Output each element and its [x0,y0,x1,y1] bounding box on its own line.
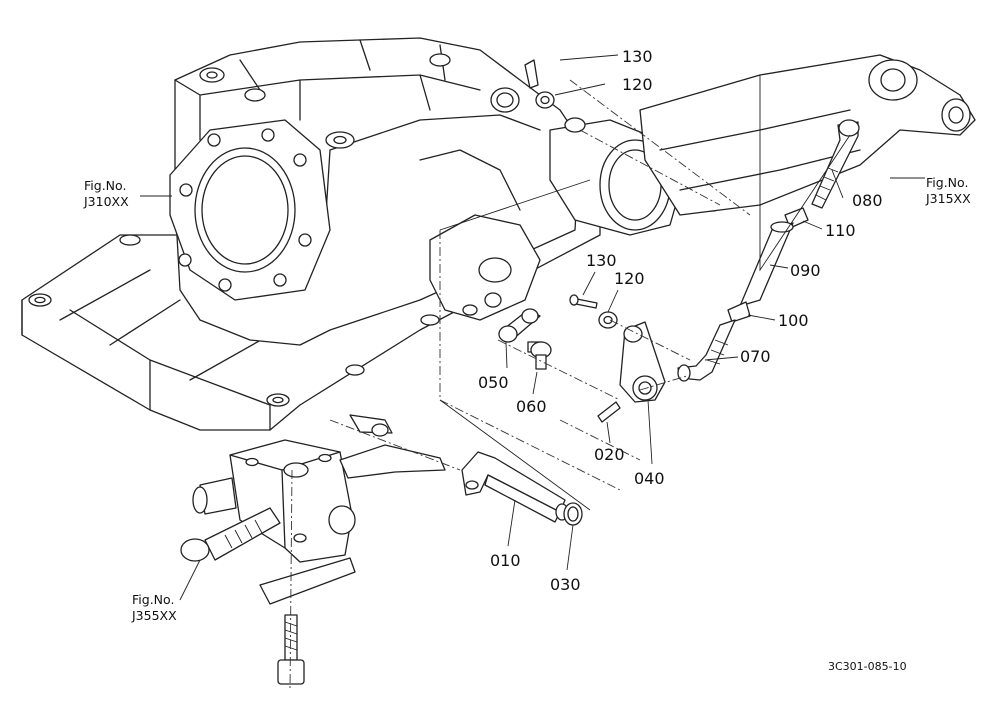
nut-100 [727,301,751,323]
bolt-130-mid [569,294,598,309]
callout-060: 060 [516,397,547,416]
callouts: 130 120 080 110 090 100 070 130 120 050 … [478,47,883,594]
washer-120-top [535,91,555,109]
plate-050 [498,308,541,343]
arm-040 [619,321,666,403]
fig-ref-right: Fig.No. J315XX [925,175,971,206]
lift-arm [639,54,976,216]
callout-100: 100 [778,311,809,330]
callout-130-top: 130 [622,47,653,66]
callout-120-top: 120 [622,75,653,94]
drawing-code: 3C301-085-10 [828,660,907,673]
washer-030 [563,502,583,526]
fig-ref-left-line1: Fig.No. [84,178,126,193]
transmission-housing [21,37,718,431]
callout-110: 110 [825,221,856,240]
rod-070 [677,319,736,382]
fig-ref-left-line2: J310XX [83,194,129,209]
fig-ref-bottom-line2: J355XX [131,608,177,623]
callout-030: 030 [550,575,581,594]
washer-120-mid [598,311,618,329]
fig-ref-bottom-line1: Fig.No. [132,592,174,607]
shaft-010 [461,451,569,523]
callout-050: 050 [478,373,509,392]
callout-040: 040 [634,469,665,488]
valve-block [180,414,446,685]
callout-010: 010 [490,551,521,570]
callout-130-mid: 130 [586,251,617,270]
bolt-060 [527,341,552,370]
fig-ref-right-line2: J315XX [925,191,971,206]
callout-090: 090 [790,261,821,280]
sleeve-090 [739,221,794,307]
pin-020 [597,401,621,423]
callout-020: 020 [594,445,625,464]
callout-070: 070 [740,347,771,366]
callout-120-mid: 120 [614,269,645,288]
fig-ref-right-line1: Fig.No. [926,175,968,190]
fig-ref-left: Fig.No. J310XX [83,178,129,209]
fig-ref-bottom: Fig.No. J355XX [131,592,177,623]
callout-080: 080 [852,191,883,210]
pin-130-top [524,59,539,89]
centre-lines [289,75,851,691]
leader-lines [140,54,925,601]
